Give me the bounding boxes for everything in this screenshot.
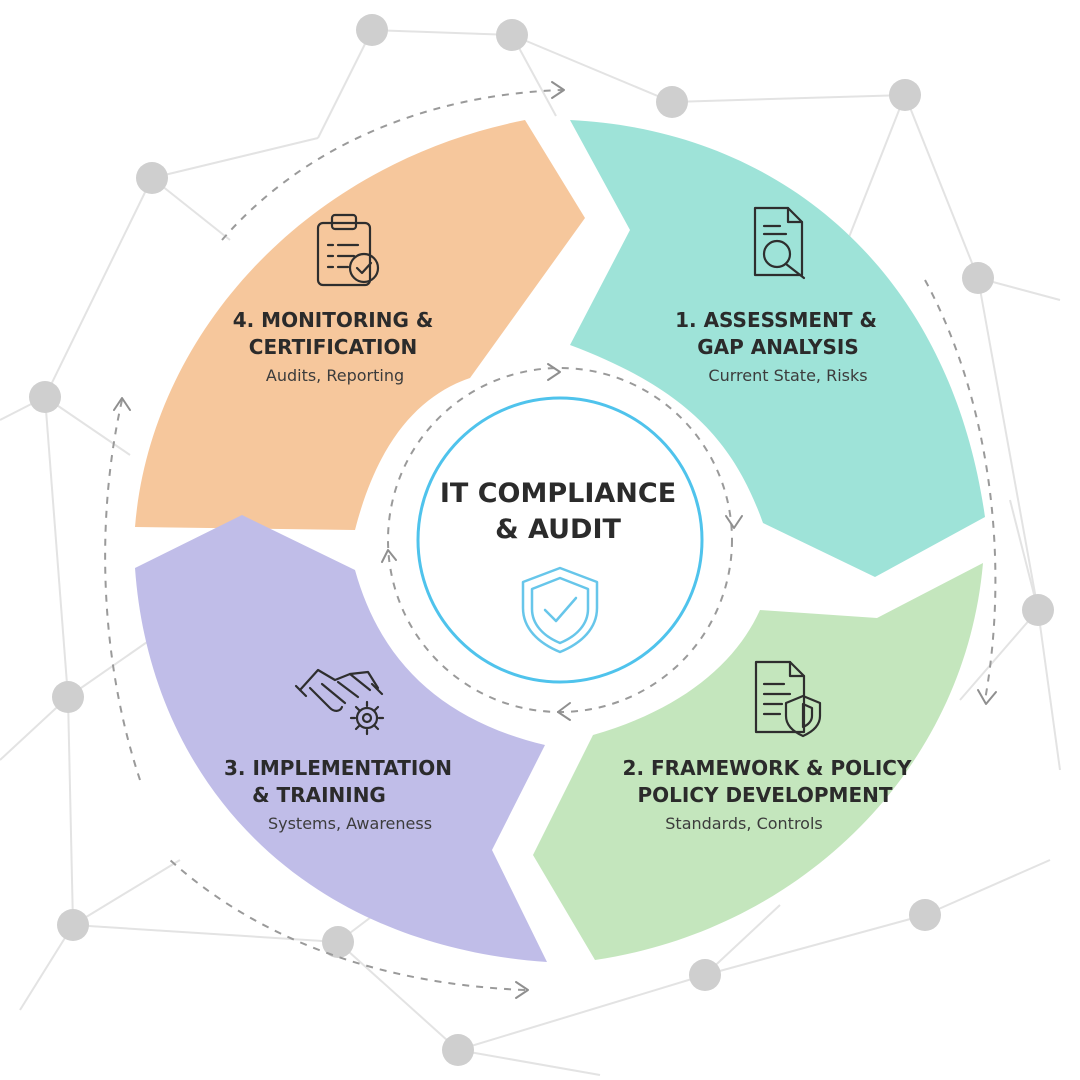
background-network <box>0 14 1061 1076</box>
network-node <box>356 14 388 46</box>
segment-monitoring: 4. MONITORING & CERTIFICATION Audits, Re… <box>233 213 434 385</box>
center-title-line2: & AUDIT <box>495 514 621 545</box>
center-circle <box>416 396 704 684</box>
segment-framework: 2. FRAMEWORK & POLICY POLICY DEVELOPMENT… <box>623 660 912 833</box>
handshake-gear-icon <box>294 668 385 736</box>
segment-framework-shape <box>533 563 983 960</box>
network-node <box>442 1034 474 1066</box>
shield-check-icon <box>521 566 599 654</box>
network-node <box>29 381 61 413</box>
policy-document-shield-icon <box>754 660 822 738</box>
center-hub: IT COMPLIANCE & AUDIT <box>416 396 704 684</box>
segment-assessment-title-line2: GAP ANALYSIS <box>697 335 859 359</box>
segment-framework-title-line2: POLICY DEVELOPMENT <box>637 783 892 807</box>
network-node <box>136 162 168 194</box>
segment-implementation-title-line2: & TRAINING <box>252 783 386 807</box>
segment-monitoring-shape <box>135 120 585 530</box>
network-nodes <box>29 14 1054 1066</box>
inner-dashed-ring <box>381 363 743 721</box>
segment-implementation-subtitle: Systems, Awareness <box>268 814 432 833</box>
outer-dashed-arrows <box>104 81 997 999</box>
segment-monitoring-title-line2: CERTIFICATION <box>249 335 417 359</box>
network-node <box>322 926 354 958</box>
segment-assessment: 1. ASSESSMENT & GAP ANALYSIS Current Sta… <box>675 206 877 385</box>
network-node <box>57 909 89 941</box>
segment-implementation-shape <box>135 515 547 962</box>
segment-assessment-title-line1: 1. ASSESSMENT & <box>675 308 877 332</box>
segment-monitoring-title-line1: 4. MONITORING & <box>233 308 434 332</box>
network-node <box>962 262 994 294</box>
document-search-icon <box>753 206 806 280</box>
cycle-segments <box>135 120 985 962</box>
network-node <box>909 899 941 931</box>
network-node <box>496 19 528 51</box>
network-node <box>689 959 721 991</box>
segment-monitoring-subtitle: Audits, Reporting <box>266 366 404 385</box>
segment-implementation: 3. IMPLEMENTATION & TRAINING Systems, Aw… <box>224 668 452 833</box>
network-node <box>656 86 688 118</box>
segment-implementation-title-line1: 3. IMPLEMENTATION <box>224 756 452 780</box>
segment-assessment-shape <box>570 120 985 577</box>
network-node <box>889 79 921 111</box>
segment-framework-subtitle: Standards, Controls <box>665 814 822 833</box>
network-node <box>52 681 84 713</box>
center-title-line1: IT COMPLIANCE <box>440 478 676 509</box>
segment-framework-title-line1: 2. FRAMEWORK & POLICY <box>623 756 912 780</box>
segment-assessment-subtitle: Current State, Risks <box>708 366 867 385</box>
clipboard-check-icon <box>316 213 380 287</box>
network-node <box>1022 594 1054 626</box>
